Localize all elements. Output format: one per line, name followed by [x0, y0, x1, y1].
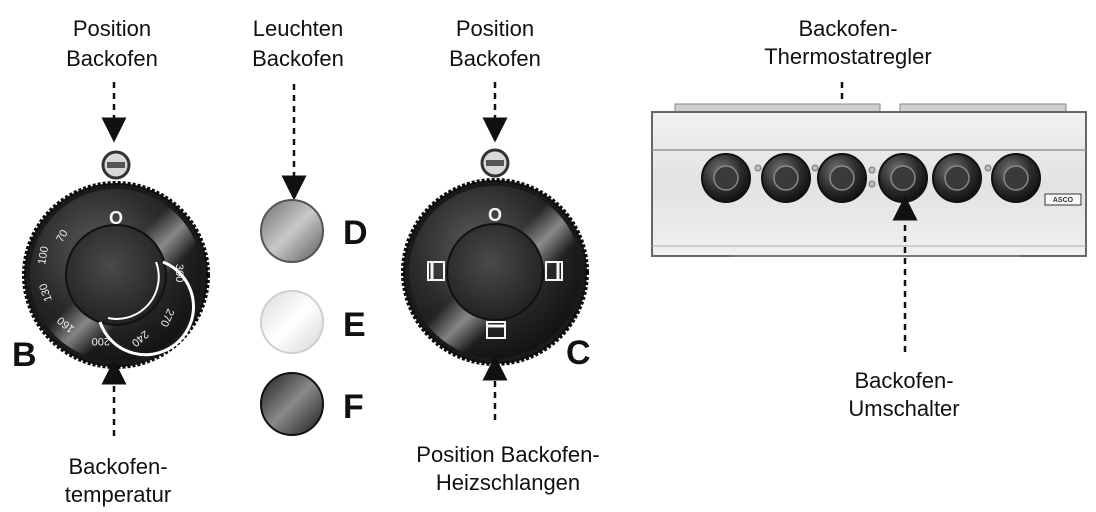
label-line: Position: [456, 16, 534, 41]
heating-coil-dial-c[interactable]: O: [401, 178, 589, 366]
label-leuchten-backofen: Leuchten Backofen: [252, 16, 344, 71]
label-line: Backofen-: [68, 454, 167, 479]
label-line: Heizschlangen: [436, 470, 580, 495]
label-position-heizschlangen: Position Backofen- Heizschlangen: [416, 442, 599, 495]
label-line: Backofen: [66, 46, 158, 71]
dial-b-tick: 300: [173, 264, 185, 282]
brand-badge: [1044, 193, 1082, 206]
panel-knob[interactable]: [991, 153, 1041, 203]
label-umschalter: Backofen- Umschalter: [848, 368, 959, 421]
letter-b: B: [12, 336, 37, 374]
label-position-backofen-b: Position Backofen: [66, 16, 158, 71]
label-position-backofen-c: Position Backofen: [449, 16, 541, 71]
label-line: Backofen-: [798, 16, 897, 41]
letter-d: D: [343, 214, 368, 252]
dial-b-tick: 130: [37, 282, 55, 303]
oven-switch-knob[interactable]: [878, 153, 928, 203]
label-line: Thermostatregler: [764, 44, 932, 69]
panel-indicator-dot: [811, 164, 819, 172]
indicator-light-f: [260, 372, 324, 436]
letter-c: C: [566, 334, 591, 372]
label-line: Leuchten: [253, 16, 344, 41]
label-line: Position Backofen-: [416, 442, 599, 467]
panel-indicator-dot: [984, 164, 992, 172]
indicator-light-e: [260, 290, 324, 354]
dial-b-off-mark: O: [109, 208, 123, 228]
indicator-light-d: [260, 199, 324, 263]
dial-b-tick: 200: [92, 335, 110, 347]
label-line: Umschalter: [848, 396, 959, 421]
right-coil-symbol: [545, 261, 563, 281]
panel-knob[interactable]: [761, 153, 811, 203]
label-line: Backofen: [449, 46, 541, 71]
label-line: Backofen-: [854, 368, 953, 393]
label-line: Backofen: [252, 46, 344, 71]
panel-indicator-dot: [868, 166, 876, 174]
label-line: temperatur: [65, 482, 171, 507]
left-coil-symbol: [427, 261, 445, 281]
label-line: Position: [73, 16, 151, 41]
panel-knob[interactable]: [932, 153, 982, 203]
dial-c-off-mark: O: [488, 205, 502, 225]
position-indicator-b: [101, 150, 131, 180]
panel-knob[interactable]: [701, 153, 751, 203]
dial-b-tick: 70: [54, 228, 71, 245]
letter-e: E: [343, 306, 366, 344]
oven-thermostat-knob[interactable]: [817, 153, 867, 203]
label-backofen-temperatur: Backofen- temperatur: [65, 454, 171, 507]
top-coil-symbol: [486, 321, 506, 339]
dial-b-tick: 100: [36, 245, 51, 265]
panel-indicator-dot: [754, 164, 762, 172]
label-thermostatregler: Backofen- Thermostatregler: [764, 16, 932, 69]
panel-indicator-dot: [868, 180, 876, 188]
letter-f: F: [343, 388, 364, 426]
position-indicator-c: [480, 148, 510, 178]
temperature-dial-b[interactable]: O 70 100 130 160 200 240 270 300: [22, 181, 210, 369]
brand-text: ASCO: [1053, 197, 1074, 204]
